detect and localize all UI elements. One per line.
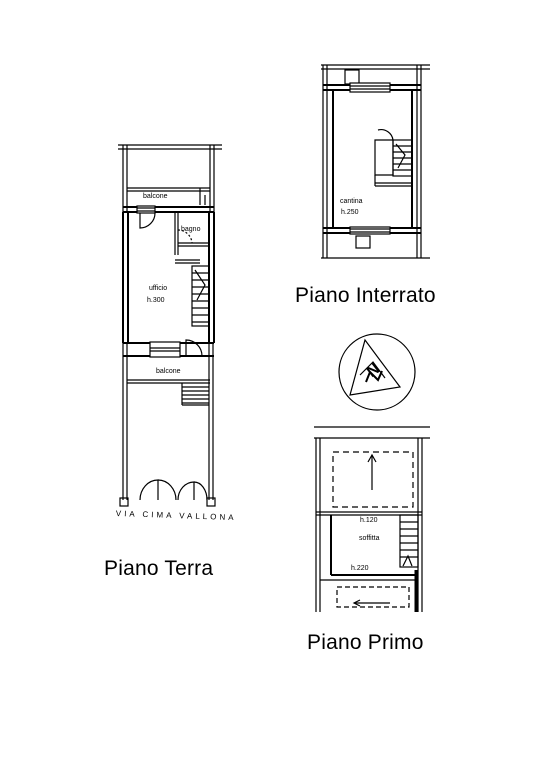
room-label-soffitta: soffitta bbox=[359, 535, 380, 542]
room-height-cantina: h.250 bbox=[341, 209, 359, 216]
room-label-balcone-bottom: balcone bbox=[156, 368, 181, 375]
piano-interrato-plan bbox=[321, 64, 430, 259]
height-label-high: h.220 bbox=[351, 565, 369, 572]
room-label-balcone-top: balcone bbox=[143, 193, 168, 200]
north-arrow-icon bbox=[338, 333, 416, 411]
room-label-ufficio: ufficio bbox=[149, 285, 168, 292]
floor-title-piano-interrato: Piano Interrato bbox=[295, 284, 436, 307]
room-height-ufficio: h.300 bbox=[147, 297, 165, 304]
floor-title-piano-primo: Piano Primo bbox=[307, 631, 424, 654]
height-label-low: h.120 bbox=[360, 517, 378, 524]
piano-terra-plan bbox=[118, 144, 222, 507]
floor-title-piano-terra: Piano Terra bbox=[104, 557, 214, 580]
room-label-cantina: cantina bbox=[340, 198, 363, 205]
room-label-bagno: bagno bbox=[181, 226, 201, 233]
piano-primo-plan bbox=[314, 426, 430, 612]
